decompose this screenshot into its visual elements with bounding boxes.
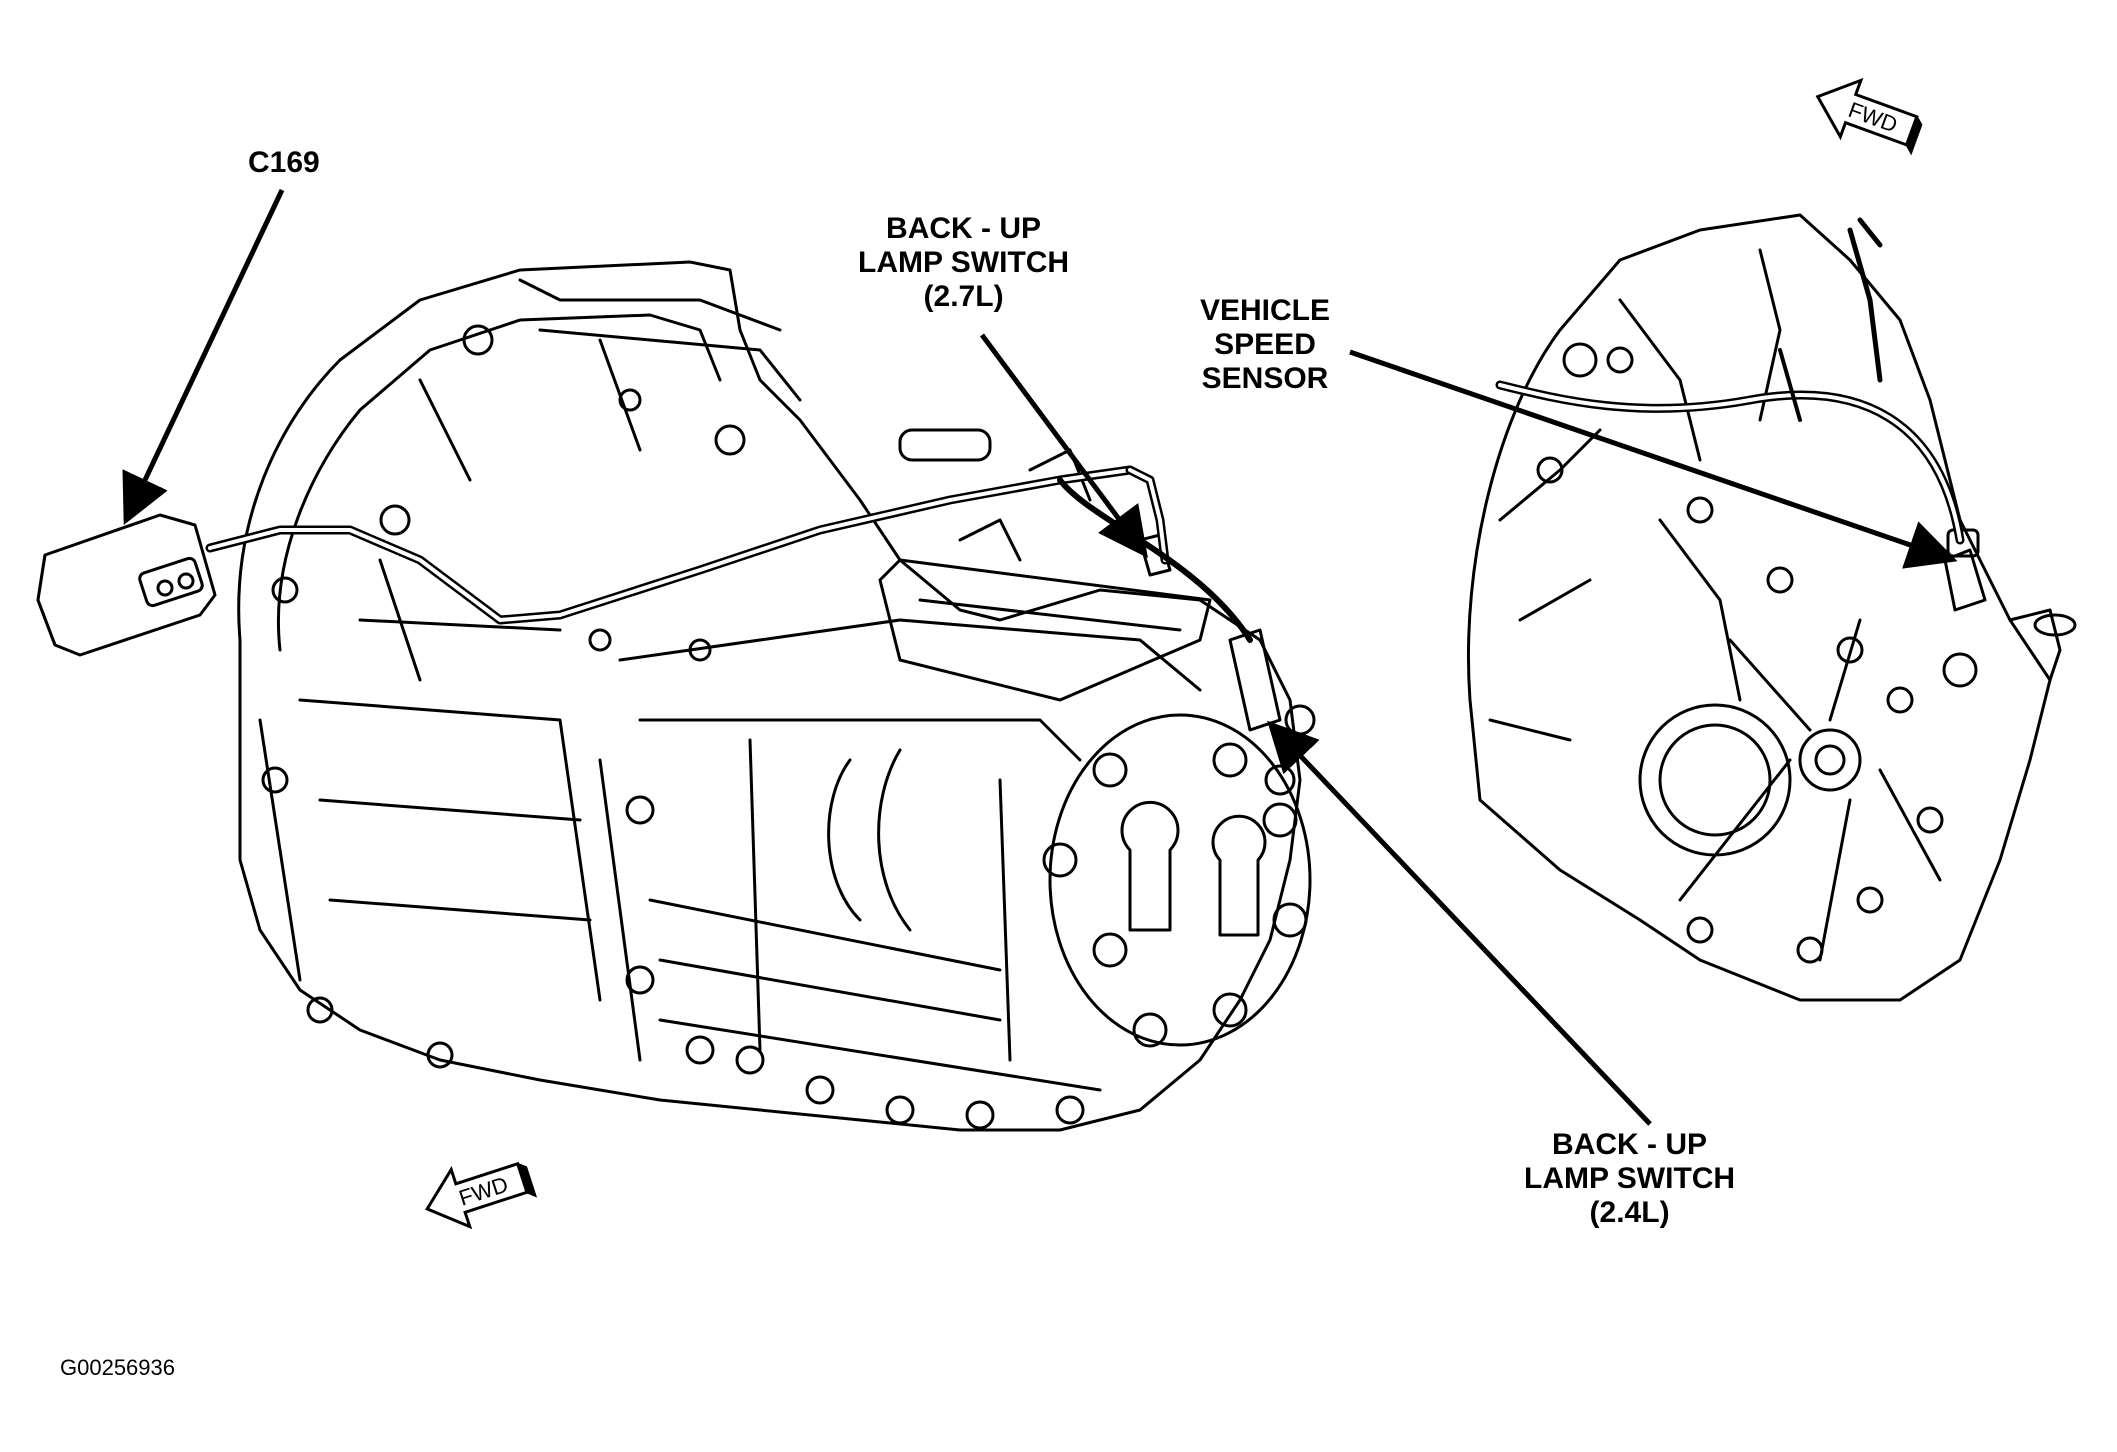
backup-lamp-switch-27-line2: LAMP SWITCH: [858, 246, 1070, 279]
backup-lamp-switch-24-line3: (2.4L): [1589, 1196, 1670, 1229]
backup-lamp-switch-27-arrow: [979, 333, 1148, 559]
fwd-arrow-left-icon: FWD: [425, 1161, 538, 1230]
fwd-arrow-right-icon: FWD: [1815, 77, 1923, 156]
transaxle-assembly: [237, 260, 1316, 1132]
c169-arrow: [122, 188, 285, 526]
leader-arrows: [122, 188, 1958, 1126]
detail-wiring-harness: [1495, 217, 1965, 545]
backup-lamp-switch-24-arrow: [1267, 720, 1652, 1126]
vehicle-speed-sensor-line2: SPEED: [1214, 328, 1316, 361]
vehicle-speed-sensor-arrow: [1349, 349, 1958, 569]
backup-lamp-switch-24-line2: LAMP SWITCH: [1524, 1162, 1736, 1195]
backup-lamp-switch-24-line1: BACK - UP: [1552, 1128, 1708, 1161]
backup-lamp-switch-27-line1: BACK - UP: [886, 212, 1042, 245]
c169-label: C169: [248, 146, 320, 180]
vehicle-speed-sensor-line1: VEHICLE: [1200, 294, 1331, 327]
backup-lamp-switch-27-line3: (2.7L): [923, 280, 1004, 313]
backup-lamp-switch-24-label: BACK - UP LAMP SWITCH (2.4L): [1524, 1128, 1735, 1230]
vehicle-speed-sensor-line3: SENSOR: [1201, 362, 1329, 395]
vehicle-speed-sensor-label: VEHICLE SPEED SENSOR: [1200, 294, 1330, 396]
c169-label-text: C169: [248, 146, 320, 179]
backup-lamp-switch-27-label: BACK - UP LAMP SWITCH (2.7L): [858, 212, 1069, 314]
c169-connector: [36, 513, 217, 657]
detail-view: [1466, 213, 2077, 1002]
wiring-harness: [205, 465, 1253, 643]
figure-id: G00256936: [60, 1355, 175, 1380]
